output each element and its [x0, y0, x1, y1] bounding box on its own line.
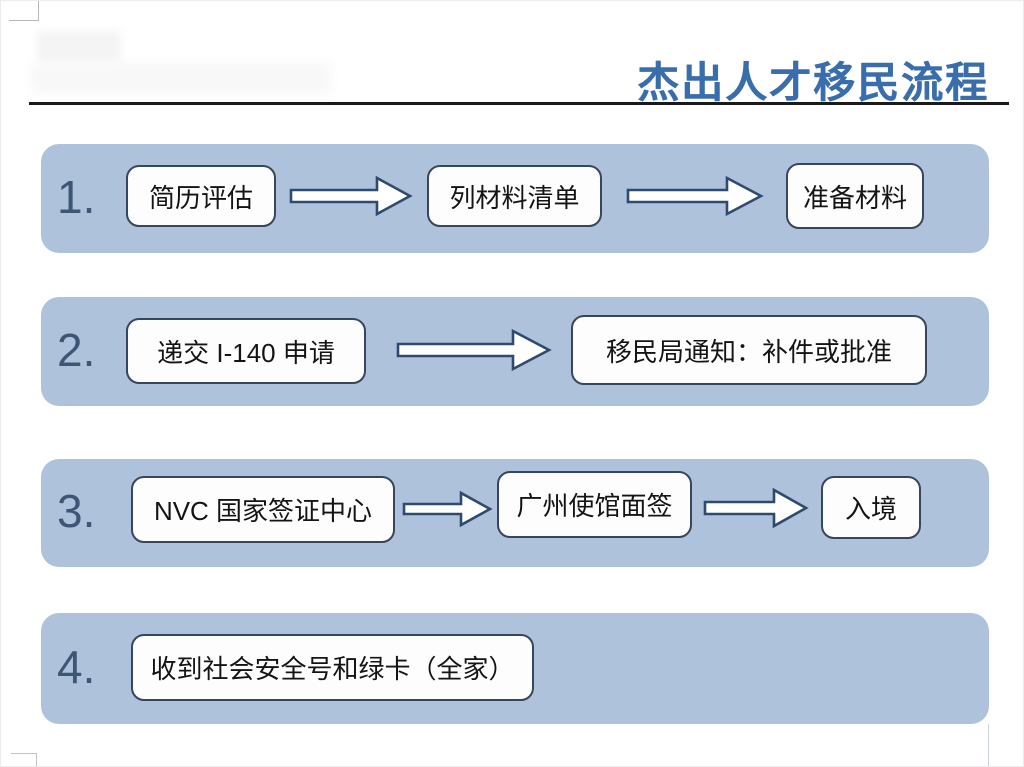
faint-artifact	[37, 31, 121, 61]
table-corner-mark	[9, 1, 39, 21]
page-title: 杰出人才移民流程	[636, 59, 989, 106]
arrow-right-icon	[703, 487, 809, 529]
arrow-right-icon	[396, 328, 552, 372]
step-row-3: 3. NVC 国家签证中心 广州使馆面签 入境	[41, 459, 989, 567]
step-row-2: 2. 递交 I-140 申请 移民局通知：补件或批准	[41, 297, 989, 406]
flow-node: 入境	[821, 476, 921, 539]
step-number: 2.	[57, 323, 96, 376]
flow-node: 列材料清单	[427, 165, 602, 227]
arrow-right-icon	[402, 490, 493, 528]
flow-node: 移民局通知：补件或批准	[571, 315, 927, 385]
flow-node: 广州使馆面签	[497, 471, 692, 538]
faint-artifact	[31, 63, 331, 93]
arrow-right-icon	[289, 175, 413, 217]
step-number: 3.	[57, 484, 96, 537]
flow-node: 递交 I-140 申请	[126, 318, 366, 384]
title-underline	[29, 102, 1009, 105]
faint-table-border	[988, 724, 989, 766]
step-number: 1.	[57, 170, 96, 223]
flow-node: 收到社会安全号和绿卡（全家）	[131, 634, 534, 701]
step-row-4: 4. 收到社会安全号和绿卡（全家）	[41, 613, 989, 724]
step-row-1: 1. 简历评估 列材料清单 准备材料	[41, 144, 989, 253]
arrow-right-icon	[626, 175, 764, 217]
flow-node: 简历评估	[126, 165, 276, 227]
step-number: 4.	[57, 640, 96, 693]
flow-node: 准备材料	[786, 163, 924, 229]
table-corner-mark	[11, 753, 37, 766]
flow-node: NVC 国家签证中心	[131, 476, 395, 543]
